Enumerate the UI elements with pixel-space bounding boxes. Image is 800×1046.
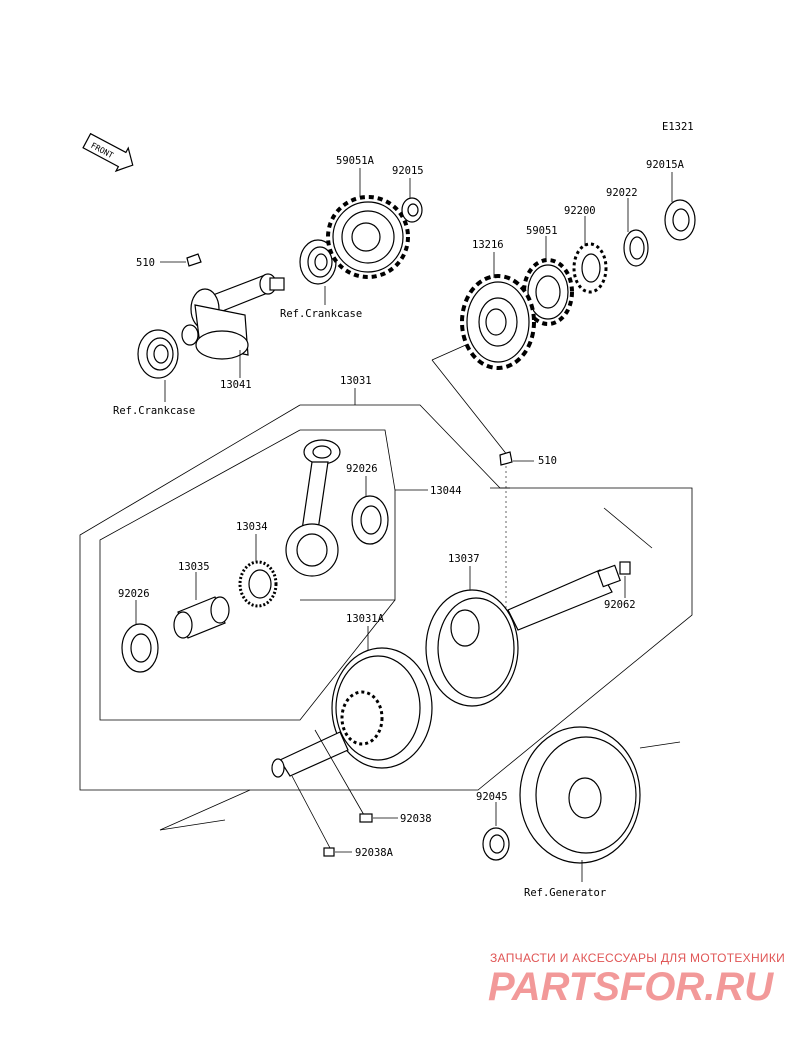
key-line-92038 bbox=[314, 729, 365, 816]
label-13031: 13031 bbox=[340, 375, 372, 387]
part-92038-key bbox=[359, 813, 398, 823]
label-92015: 92015 bbox=[392, 165, 424, 177]
diagram-code: E1321 bbox=[662, 121, 694, 133]
part-92022-washer bbox=[623, 198, 649, 267]
guide-line-right bbox=[639, 741, 681, 749]
label-92200: 92200 bbox=[564, 205, 596, 217]
label-ref-generator: Ref.Generator bbox=[524, 887, 606, 899]
part-bearing-left bbox=[137, 329, 179, 402]
part-92038A-key bbox=[323, 847, 352, 857]
guide-line-left bbox=[159, 789, 251, 831]
part-92026-washer-b bbox=[121, 600, 159, 673]
connector-line-2 bbox=[431, 359, 509, 457]
label-13034: 13034 bbox=[236, 521, 268, 533]
label-13216: 13216 bbox=[472, 239, 504, 251]
part-generator-rotor bbox=[519, 726, 641, 882]
part-59051A-gear bbox=[326, 168, 410, 279]
part-92045-bearing bbox=[482, 802, 510, 861]
part-59051-gear bbox=[522, 236, 574, 326]
label-ref-crankcase-2: Ref.Crankcase bbox=[113, 405, 195, 417]
label-ref-crankcase-1: Ref.Crankcase bbox=[280, 308, 362, 320]
label-92038: 92038 bbox=[400, 813, 432, 825]
watermark-tagline: ЗАПЧАСТИ И АКСЕССУАРЫ ДЛЯ МОТОТЕХНИКИ bbox=[490, 951, 785, 965]
label-92045: 92045 bbox=[476, 791, 508, 803]
label-13031A: 13031A bbox=[346, 613, 385, 625]
connector-line-1 bbox=[431, 343, 469, 361]
part-13031A-crank-half bbox=[271, 626, 433, 778]
label-510-top: 510 bbox=[136, 257, 155, 269]
label-13044: 13044 bbox=[430, 485, 462, 497]
assembly-frame-13031 bbox=[79, 388, 693, 791]
part-510-key-mid bbox=[499, 451, 534, 610]
part-13035-pin bbox=[173, 572, 230, 639]
front-arrow-icon: FRONT bbox=[82, 132, 134, 173]
guide-line-left-2 bbox=[159, 819, 226, 831]
assembly-frame-13044 bbox=[99, 429, 428, 721]
part-bearing-upper bbox=[299, 239, 337, 305]
part-13216-gear bbox=[460, 252, 536, 370]
label-13037: 13037 bbox=[448, 553, 480, 565]
part-92062-plug bbox=[603, 507, 653, 598]
part-13041-crank-journal bbox=[181, 273, 285, 378]
label-92062: 92062 bbox=[604, 599, 636, 611]
label-92026-a: 92026 bbox=[346, 463, 378, 475]
label-59051A: 59051A bbox=[336, 155, 375, 167]
label-510-mid: 510 bbox=[538, 455, 557, 467]
part-connecting-rod bbox=[285, 439, 341, 577]
label-92026-b: 92026 bbox=[118, 588, 150, 600]
part-13034-bearing bbox=[238, 534, 278, 608]
label-13035: 13035 bbox=[178, 561, 210, 573]
part-92015-nut bbox=[401, 178, 423, 223]
label-92022: 92022 bbox=[606, 187, 638, 199]
label-13041: 13041 bbox=[220, 379, 252, 391]
watermark-brand: PARTSFOR.RU bbox=[488, 965, 774, 1009]
part-510-key-top bbox=[160, 253, 202, 267]
part-13037-crank-half bbox=[425, 564, 621, 707]
label-59051: 59051 bbox=[526, 225, 558, 237]
part-92015A-nut bbox=[664, 172, 696, 241]
part-92200-washer bbox=[572, 216, 608, 294]
part-92026-washer-a bbox=[351, 476, 389, 545]
key-line-92038A bbox=[291, 775, 331, 849]
label-92038A: 92038A bbox=[355, 847, 394, 859]
label-92015A: 92015A bbox=[646, 159, 685, 171]
